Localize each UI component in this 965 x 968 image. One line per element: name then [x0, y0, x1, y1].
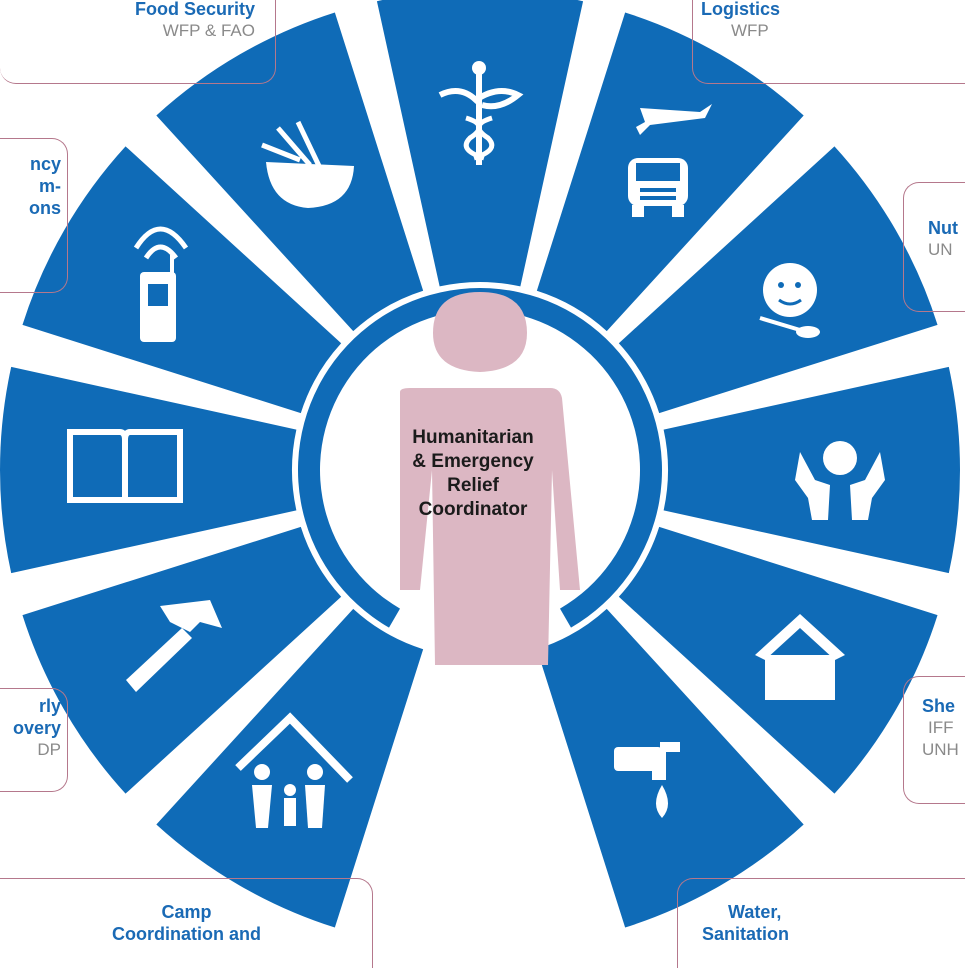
hammer-icon	[126, 600, 222, 692]
callout-camp-coordination: Camp Coordination and	[0, 878, 373, 968]
callout-agencies: DP	[37, 740, 61, 759]
callout-title: Food Security	[134, 0, 255, 19]
center-label-line: & Emergency	[412, 451, 534, 472]
cluster-wheel	[0, 0, 961, 928]
callout-title: m-	[39, 176, 61, 196]
center-label: Humanitarian & Emergency Relief Coordina…	[373, 426, 573, 522]
callout-title: Camp	[161, 902, 212, 922]
callout-shelter: She IFF UNH	[903, 676, 965, 804]
callout-title: overy	[12, 718, 61, 738]
callout-agencies: WFP & FAO	[162, 21, 255, 40]
center-label-line: Coordinator	[418, 499, 528, 520]
person-figure	[400, 292, 580, 665]
callout-water-sanitation: Water, Sanitation	[677, 878, 965, 968]
callout-agencies: IFF	[928, 718, 954, 737]
callout-title: ncy	[29, 154, 61, 174]
wedge-protection	[663, 366, 961, 574]
medical-caduceus-icon	[438, 61, 524, 165]
callout-title: Nut	[928, 218, 958, 238]
callout-nutrition: Nut UN	[903, 182, 965, 312]
wedge-early-recovery	[22, 526, 342, 794]
callout-early-recovery: rly overy DP	[0, 688, 68, 792]
plane-truck-icon	[628, 104, 712, 217]
child-spoon-icon	[759, 263, 820, 338]
callout-title: Sanitation	[702, 924, 790, 944]
center-label-line: Humanitarian	[412, 427, 534, 448]
house-icon	[755, 614, 845, 700]
callout-agencies: WFP	[731, 21, 769, 40]
callout-emergency-telecom: ncy m- ons	[0, 138, 68, 293]
callout-title: Water,	[728, 902, 782, 922]
callout-agencies: UNH	[922, 740, 959, 759]
callout-food-security: Food Security WFP & FAO	[0, 0, 276, 84]
family-shelter-icon	[235, 712, 353, 828]
callout-title: rly	[38, 696, 61, 716]
wheat-bowl-icon	[261, 120, 354, 208]
protection-hands-icon	[795, 441, 885, 520]
callout-title: ons	[28, 198, 61, 218]
wheel-wedges	[0, 0, 961, 928]
callout-title: Logistics	[701, 0, 781, 19]
wedge-emergency-telecom	[22, 146, 342, 414]
water-tap-icon	[614, 742, 680, 818]
callout-agencies: UN	[928, 240, 953, 259]
wheel-icons	[67, 61, 885, 828]
mobile-phone-icon	[133, 226, 189, 342]
wedge-camp-coordination	[156, 608, 424, 928]
center-label-line: Relief	[447, 475, 499, 496]
wedge-water-sanitation	[536, 608, 804, 928]
callout-title: Coordination and	[112, 924, 261, 944]
book-icon	[67, 429, 183, 503]
callout-logistics: Logistics WFP	[692, 0, 965, 84]
wedge-education	[0, 366, 297, 574]
callout-title: She	[922, 696, 956, 716]
